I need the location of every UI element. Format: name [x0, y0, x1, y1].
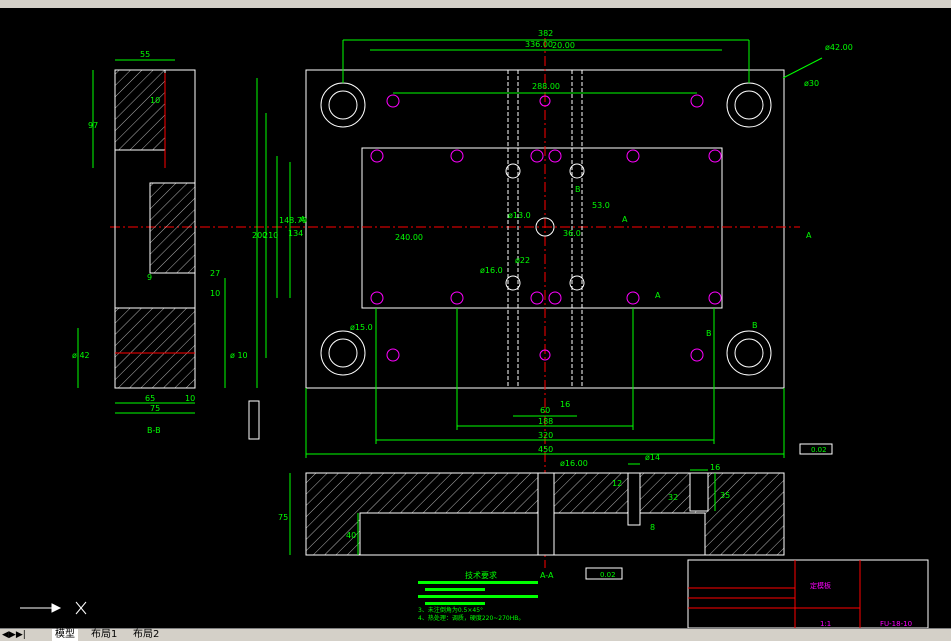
- notes-line-3: 3、未注倒角为0.5×45°: [418, 606, 483, 614]
- side-dim-10: 10: [150, 96, 160, 105]
- dim-dia16: ø16.0: [480, 266, 503, 275]
- dim-188: 188: [538, 417, 553, 426]
- front-dim-8: 8: [650, 523, 655, 532]
- section-label-a3: A: [806, 231, 812, 240]
- dim-148: 148.70: [279, 216, 307, 225]
- scale: 1:1: [820, 620, 831, 628]
- dim-240: 240.00: [395, 233, 423, 242]
- side-dim-55: 55: [140, 50, 150, 59]
- dim-dia13: ø13.0: [508, 211, 531, 220]
- front-dim-75: 75: [278, 513, 288, 522]
- front-dim-16: 16: [710, 463, 720, 472]
- front-dim-35: 35: [720, 491, 730, 500]
- front-dim-dia14: ø14: [645, 453, 660, 462]
- section-label-a4: A: [300, 215, 306, 224]
- title-block: 定模板 FU-18-10 1:1: [687, 559, 929, 629]
- front-dim-dia16: ø16.00: [560, 459, 588, 468]
- notes-title: 技术要求: [465, 570, 497, 580]
- part-name: 定模板: [810, 581, 831, 590]
- dim-dia30: ø30: [804, 79, 819, 88]
- drawing-number: FU-18-10: [880, 620, 912, 628]
- dim-134: 134: [288, 229, 303, 238]
- side-dim-65: 65: [145, 394, 155, 403]
- technical-notes: 技术要求 3、未注倒角为0.5×45° 4、热处理：调质，硬度220~270HB…: [418, 570, 538, 622]
- side-dim-dia10: ø 10: [230, 351, 248, 360]
- side-dim-dia42: ø 42: [72, 351, 90, 360]
- front-dim-12: 12: [612, 479, 622, 488]
- dim-382: 382: [538, 29, 553, 38]
- tolerance-value-3: 0.02: [600, 571, 616, 579]
- front-dim-32: 32: [668, 493, 678, 502]
- side-dim-9: 9: [147, 273, 152, 282]
- tolerance-frames: 0.02 0.02: [248, 400, 833, 580]
- front-view: ø16.00 ø14 16 12 32 35 8 75 40 A-A: [278, 453, 785, 580]
- side-view-title: B-B: [147, 426, 161, 435]
- layout-tabs: ◀▶▶| 模型 布局1 布局2: [0, 628, 951, 641]
- section-label-b2: B: [752, 321, 758, 330]
- dim-16: 16: [560, 400, 570, 409]
- front-dim-40: 40: [346, 531, 356, 540]
- side-dim-27: 27: [210, 269, 220, 278]
- section-label-a2: A: [655, 291, 661, 300]
- dim-20: 20.00: [552, 41, 575, 50]
- front-view-title: A-A: [540, 571, 554, 580]
- tab-layout2[interactable]: 布局2: [133, 629, 160, 640]
- side-dim-97: 97: [88, 121, 98, 130]
- tolerance-value-1: 0.02: [811, 446, 827, 454]
- dim-336: 336.00: [525, 40, 553, 49]
- side-dim-10c: 10: [185, 394, 195, 403]
- tab-layout1[interactable]: 布局1: [91, 629, 118, 640]
- dim-320: 320: [538, 431, 553, 440]
- notes-line-4: 4、热处理：调质，硬度220~270HB。: [418, 614, 524, 622]
- section-label-b1: B: [575, 185, 581, 194]
- side-dim-10b: 10: [210, 289, 220, 298]
- dim-288: 288.00: [532, 82, 560, 91]
- side-dim-75: 75: [150, 404, 160, 413]
- dim-dia42: ø42.00: [825, 43, 853, 52]
- dim-210: 210: [263, 231, 278, 240]
- dim-200: 200: [252, 231, 267, 240]
- section-label-b3: B: [706, 329, 712, 338]
- section-label-a1: A: [622, 215, 628, 224]
- side-view: 55 10 97 27 9 10 ø 42 ø 10 65 10 75 B-B: [72, 50, 248, 435]
- dim-450: 450: [538, 445, 553, 454]
- dim-dia15: ø15.0: [350, 323, 373, 332]
- dim-53: 53.0: [592, 201, 610, 210]
- dim-36: 36.0: [563, 229, 581, 238]
- dim-60: 60: [540, 406, 550, 415]
- tab-nav-prev-icon[interactable]: ◀▶▶|: [2, 630, 26, 640]
- dim-dia22: ø22: [515, 256, 530, 265]
- tab-model[interactable]: 模型: [52, 629, 78, 641]
- ucs-icon: [20, 601, 87, 615]
- drawing-canvas[interactable]: 382 336.00 288.00 20.00 53.0 36.0 240.00…: [0, 8, 951, 629]
